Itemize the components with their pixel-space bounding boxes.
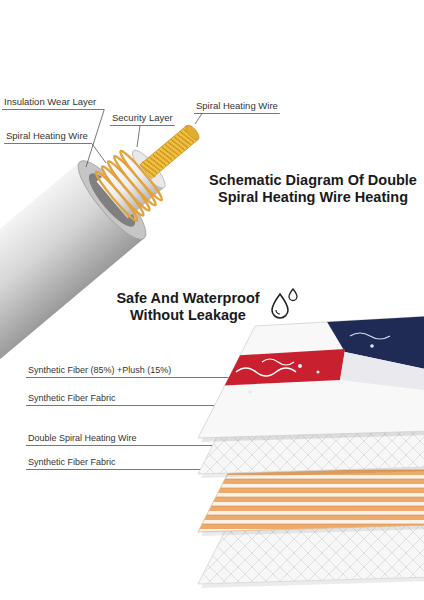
layer-label: Synthetic Fiber Fabric (28, 456, 116, 468)
cable-illustration (184, 123, 202, 142)
printed-fabric (248, 390, 251, 393)
printed-fabric (350, 333, 390, 339)
leader-line (195, 114, 202, 125)
leader-line (110, 125, 175, 126)
leader-line (92, 144, 106, 164)
part-label: Insulation Wear Layer (4, 96, 96, 108)
drop-icon (276, 310, 280, 314)
heading-text: Schematic Diagram Of Double Spiral Heati… (206, 172, 420, 206)
drop-icon (289, 289, 297, 301)
printed-fabric (298, 364, 302, 368)
leader-line (2, 109, 104, 110)
cable-illustration (0, 92, 228, 470)
leader-line (4, 143, 92, 144)
leader-line (137, 126, 140, 148)
layer-label: Double Spiral Heating Wire (28, 432, 137, 444)
part-label: Spiral Heating Wire (196, 100, 278, 112)
printed-fabric (316, 370, 319, 373)
drop-icon (272, 289, 297, 318)
printed-fabric (212, 349, 345, 386)
printed-fabric (340, 352, 424, 392)
part-label: Spiral Heating Wire (6, 130, 88, 142)
drop-icon (272, 294, 288, 318)
heading-text: Safe And Waterproof Without Leakage (108, 290, 268, 324)
leader-line (26, 405, 235, 406)
part-label: Security Layer (112, 112, 173, 124)
printed-fabric (370, 344, 374, 348)
layer-label: Synthetic Fiber (85%) +Plush (15%) (28, 364, 171, 376)
printed-fabric (262, 359, 294, 365)
leader-line (86, 110, 104, 168)
cable-illustration (0, 162, 144, 470)
layer-label: Synthetic Fiber Fabric (28, 392, 116, 404)
leader-line (194, 113, 280, 114)
printed-fabric (236, 368, 296, 376)
leader-line (26, 377, 245, 378)
fabric-layers (198, 310, 424, 588)
